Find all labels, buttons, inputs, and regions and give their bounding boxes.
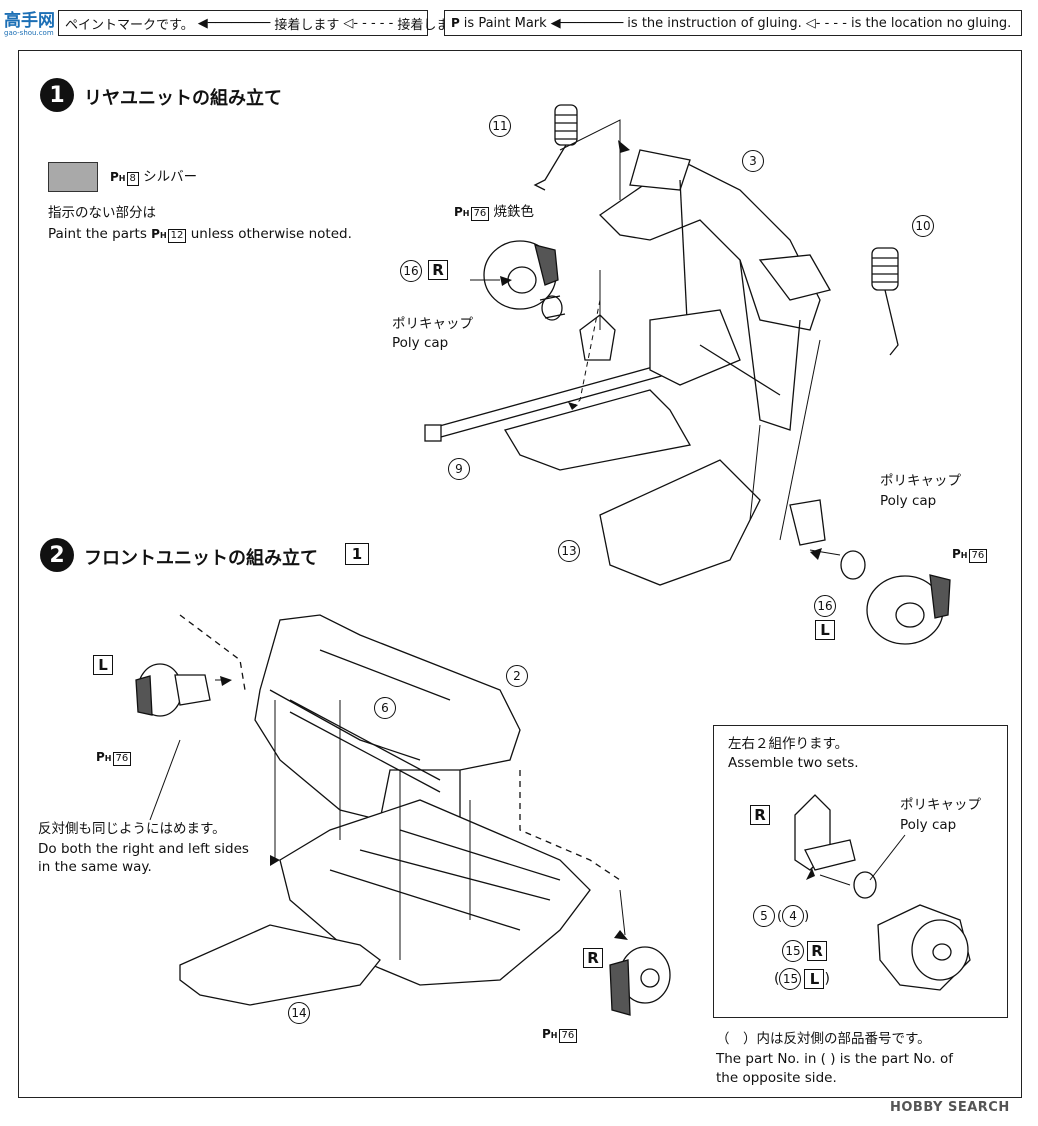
inset-box [713, 725, 1008, 1018]
part-9-label: 9 [448, 458, 470, 480]
inset-side-r-label: R [750, 805, 770, 825]
side-l-label: L [815, 620, 835, 640]
part-2-label: 2 [506, 665, 528, 687]
part-16-label: 16 [400, 260, 422, 282]
inset-footnote-jp: （ ）内は反対側の部品番号です。 [716, 1031, 931, 1047]
front-side-r-label: R [583, 948, 603, 968]
inset-polycap-jp: ポリキャップ [900, 797, 981, 813]
step-2-title: フロントユニットの組み立て [84, 548, 318, 569]
instruction-frame [18, 50, 1022, 1098]
step-2-reference-box: 1 [345, 543, 369, 565]
part-11-label: 11 [489, 115, 511, 137]
arrow-solid-icon: ◀──────── [197, 15, 271, 31]
legend-jp-paint: ペイントマークです。 [65, 17, 194, 33]
paint-mark-icon: P [451, 16, 460, 30]
polycap-jp-label: ポリキャップ [392, 316, 473, 332]
legend-en-paint: is Paint Mark [463, 15, 547, 31]
legend-en-glue: is the instruction of gluing. [627, 15, 802, 31]
inset-footnote-en-1: The part No. in ( ) is the part No. of [716, 1051, 954, 1067]
legend-jp-glue: 接着します [274, 17, 340, 33]
arrow-dashed-icon: ◁- - - - [805, 15, 847, 31]
step-1-title: リヤユニットの組み立て [84, 88, 282, 109]
side-r-label: R [428, 260, 448, 280]
logo-text: 高手网 [4, 11, 55, 31]
step-2-note-jp: 反対側も同じようにはめます。 [38, 821, 226, 837]
legend-english: P is Paint Mark ◀──────── is the instruc… [444, 10, 1022, 36]
part-13-label: 13 [558, 540, 580, 562]
polycap-jp-label-right: ポリキャップ [880, 473, 961, 489]
part-3-label: 3 [742, 150, 764, 172]
inset-title-en: Assemble two sets. [728, 755, 859, 771]
step-1-note-jp: 指示のない部分は [48, 205, 156, 221]
step-2-note-en-1: Do both the right and left sides [38, 841, 249, 857]
inset-title-jp: 左右２組作ります。 [728, 736, 849, 752]
part-6-label: 6 [374, 697, 396, 719]
step-2-number: 2 [40, 538, 74, 572]
arrow-solid-icon: ◀──────── [550, 15, 624, 31]
front-side-l-label: L [93, 655, 113, 675]
step-1-number: 1 [40, 78, 74, 112]
polycap-en-label: Poly cap [392, 335, 449, 351]
silver-color-swatch [48, 162, 98, 192]
inset-part-5-4: 5 (4) [753, 905, 809, 927]
inset-footnote-en-2: the opposite side. [716, 1070, 837, 1086]
inset-part-15-r: 15 R [782, 940, 827, 962]
part-16-label-right: 16 [814, 595, 836, 617]
polycap-en-label-right: Poly cap [880, 493, 937, 509]
hobby-search-watermark: HOBBY SEARCH [890, 1100, 1010, 1115]
legend-en-noglue: is the location no gluing. [850, 15, 1012, 31]
arrow-dashed-icon: ◁- - - - - [343, 15, 394, 31]
part-10-label: 10 [912, 215, 934, 237]
inset-polycap-en: Poly cap [900, 817, 957, 833]
part-14-label: 14 [288, 1002, 310, 1024]
step-2-note-en-2: in the same way. [38, 859, 152, 875]
site-logo: 高手网 gao-shou.com [4, 6, 64, 37]
inset-part-15-l: (15 L) [774, 968, 830, 990]
logo-subtext: gao-shou.com [4, 29, 54, 37]
